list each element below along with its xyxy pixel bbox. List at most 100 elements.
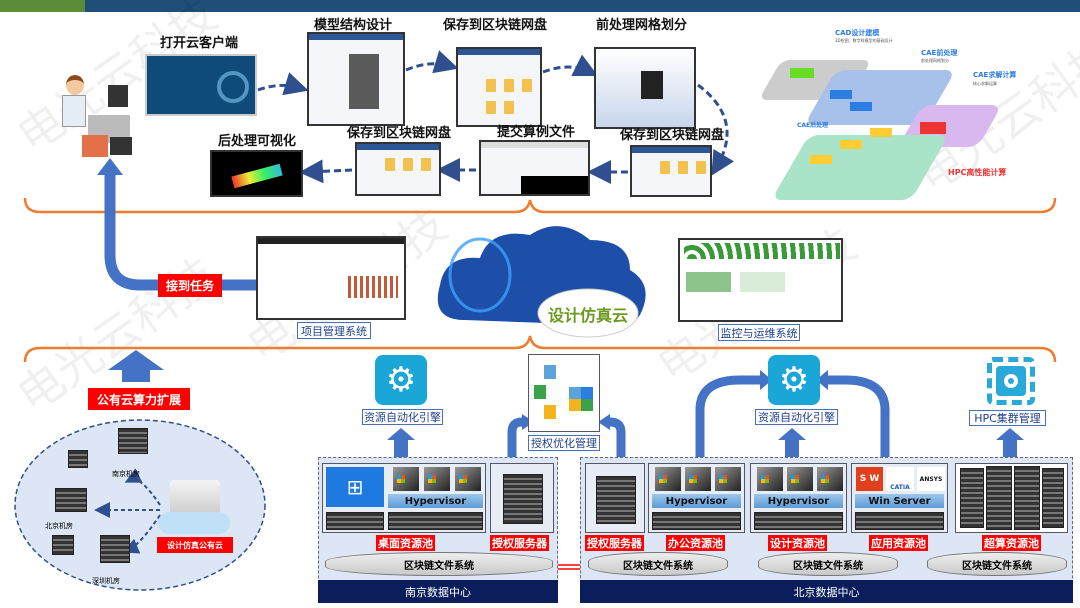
hpc-title: HPC高性能计算 (948, 168, 1007, 177)
gear-icon: ⚙ (768, 355, 820, 405)
office-pool: Hypervisor (648, 463, 745, 533)
cae-pre-title: CAE前处理 (921, 49, 958, 57)
beijing-room-label: 北京机房 (45, 522, 73, 530)
cad-subtitle: 3D绘图、数字样模型的基础设计 (835, 38, 893, 43)
shenzhen-room-label: 深圳机房 (92, 577, 120, 585)
project-mgmt-screenshot (256, 236, 406, 320)
beijing-datacenter-label: 北京数据中心 (580, 580, 1073, 603)
up-arrow (387, 428, 415, 457)
nanjing-blockchain-fs: 区块链文件系统 (325, 552, 553, 576)
office-pool-tag: 办公资源池 (666, 535, 725, 551)
license-server-tag: 授权服务器 (490, 535, 549, 551)
cloud-label: 设计仿真云 (548, 306, 629, 325)
cloud-label-bubble (537, 288, 639, 338)
nanjing-room-label: 南京机房 (112, 470, 140, 478)
room-icon (68, 450, 88, 468)
hypervisor-bar: Hypervisor (754, 494, 843, 508)
beijing-room-icon (55, 488, 87, 512)
header-bar-green (0, 0, 85, 12)
netdisk-screenshot (630, 145, 712, 197)
cad-title: CAD设计建模 (835, 29, 880, 37)
app-pool: S W CATIA ANSYS Win Server (851, 463, 948, 533)
license-mgmt-icon (528, 354, 600, 432)
beijing-blockchain-fs: 区块链文件系统 (758, 552, 898, 576)
step-save-3-label: 保存到区块链网盘 (347, 126, 452, 141)
hpc-mgmt-label: HPC集群管理 (969, 410, 1046, 426)
flow-arrow (405, 50, 459, 74)
project-mgmt-label: 项目管理系统 (297, 322, 371, 339)
header-bar-blue (85, 0, 1080, 12)
model-design-screenshot (307, 32, 405, 126)
license-arrow (507, 417, 523, 458)
chip-icon (987, 357, 1035, 405)
shenzhen-room-icon (100, 535, 130, 563)
catia-logo: CATIA (886, 467, 914, 491)
mesh-screenshot (594, 47, 696, 129)
hypervisor-bar: Hypervisor (652, 494, 741, 508)
cae-solve-subtitle: 核心求解运算 (973, 81, 997, 86)
win-server-bar: Win Server (855, 494, 944, 508)
license-server-tag: 授权服务器 (585, 535, 644, 551)
task-arrow (104, 170, 256, 291)
license-arrow (609, 417, 626, 458)
design-pool: Hypervisor (750, 463, 847, 533)
hypervisor-bar: Hypervisor (388, 494, 483, 508)
engine-arc-arrow (695, 375, 762, 458)
client-screenshot (145, 54, 257, 116)
flow-arrow (299, 159, 353, 184)
nanjing-datacenter-label: 南京数据中心 (318, 580, 558, 603)
step-save-1-label: 保存到区块链网盘 (443, 18, 548, 33)
beijing-blockchain-fs: 区块链文件系统 (588, 552, 728, 576)
server-icon (503, 474, 543, 524)
up-arrow (778, 428, 806, 457)
flow-arrow (257, 72, 309, 96)
beijing-blockchain-fs: 区块链文件系统 (927, 552, 1067, 576)
license-server (585, 463, 645, 533)
step-open-client-label: 打开云客户端 (160, 36, 239, 51)
super-pool-tag: 超算资源池 (982, 535, 1041, 551)
orange-brace-bottom (23, 335, 1057, 363)
monitor-screenshot (678, 238, 843, 322)
public-cloud-up-arrow (108, 350, 164, 382)
receive-task-tag: 接到任务 (158, 274, 222, 297)
hpc-graphic: CAD设计建模 3D绘图、数字样模型的基础设计 CAE前处理 前处理网格划分 C… (758, 10, 1080, 200)
nanjing-engine-label: 资源自动化引擎 (362, 409, 443, 425)
netdisk-screenshot (355, 142, 441, 196)
solidworks-logo: S W (856, 467, 883, 491)
flow-arrow (542, 54, 599, 77)
beijing-engine-label: 资源自动化引擎 (755, 409, 838, 425)
orange-brace-top (23, 197, 1057, 214)
step-post-vis-label: 后处理可视化 (218, 134, 297, 149)
license-mgmt-label: 授权优化管理 (528, 435, 600, 451)
step-save-2-label: 保存到区块链网盘 (620, 128, 725, 143)
desktop-pool: ⊞ Hypervisor (322, 463, 486, 533)
flow-arrow (697, 83, 735, 176)
cae-solve-title: CAE求解计算 (973, 71, 1017, 79)
public-cloud-cloud-icon (158, 512, 230, 534)
server-icon (596, 476, 636, 524)
monitor-label: 监控与运维系统 (718, 324, 800, 341)
cae-post-title: CAE后处理 (797, 122, 829, 129)
netdisk-screenshot (456, 47, 542, 127)
step-model-design-label: 模型结构设计 (314, 18, 393, 33)
ansys-logo: ANSYS (917, 467, 945, 491)
up-arrow (996, 428, 1024, 457)
windows-icon: ⊞ (326, 467, 384, 507)
cae-pre-subtitle: 前处理网格划分 (921, 58, 949, 63)
step-pre-mesh-label: 前处理网格划分 (596, 18, 688, 33)
post-vis-screenshot (210, 150, 303, 197)
public-cloud-tag: 设计仿真公有云 (157, 537, 233, 553)
design-pool-tag: 设计资源池 (768, 535, 827, 551)
license-server (490, 463, 554, 533)
task-arrow-head (97, 158, 123, 175)
submit-case-screenshot (479, 140, 590, 196)
room-icon (52, 535, 74, 555)
nanjing-room-icon (118, 428, 148, 454)
public-cloud-expand-tag: 公有云算力扩展 (88, 388, 190, 410)
engine-arc-arrow (826, 375, 890, 458)
gear-icon: ⚙ (375, 355, 427, 405)
super-pool (955, 463, 1068, 533)
desktop-pool-tag: 桌面资源池 (376, 535, 435, 551)
app-pool-tag: 应用资源池 (869, 535, 928, 551)
step-submit-case-label: 提交算例文件 (497, 125, 576, 140)
